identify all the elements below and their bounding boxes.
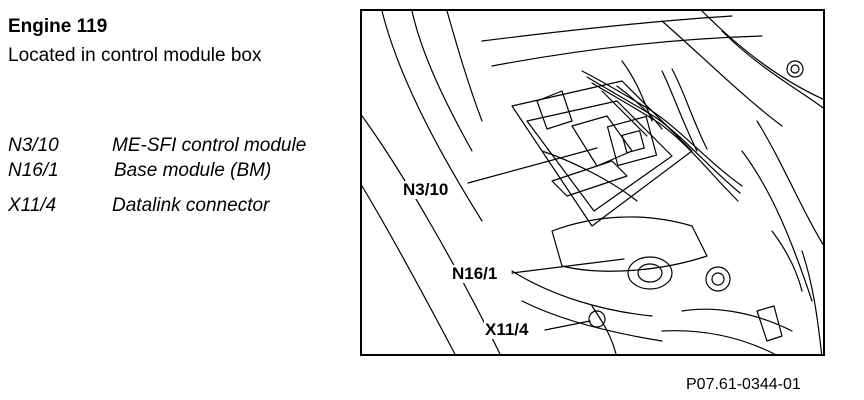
legend-code: N16/1	[8, 160, 59, 181]
figure-reference: P07.61-0344-01	[686, 376, 801, 393]
callout-n3-10: N3/10	[402, 180, 450, 199]
location-subtitle: Located in control module box	[8, 45, 262, 66]
callout-x11-4: X11/4	[484, 320, 530, 339]
legend-code: N3/10	[8, 135, 59, 156]
legend-code: X11/4	[8, 195, 57, 216]
engine-line-drawing	[362, 11, 823, 354]
engine-compartment-diagram: N3/10 N16/1 X11/4	[360, 9, 825, 356]
callout-n16-1: N16/1	[451, 264, 499, 283]
legend-description: ME-SFI control module	[112, 135, 307, 156]
legend-description: Base module (BM)	[114, 160, 272, 181]
legend-description: Datalink connector	[112, 195, 270, 216]
page-title: Engine 119	[8, 16, 108, 37]
